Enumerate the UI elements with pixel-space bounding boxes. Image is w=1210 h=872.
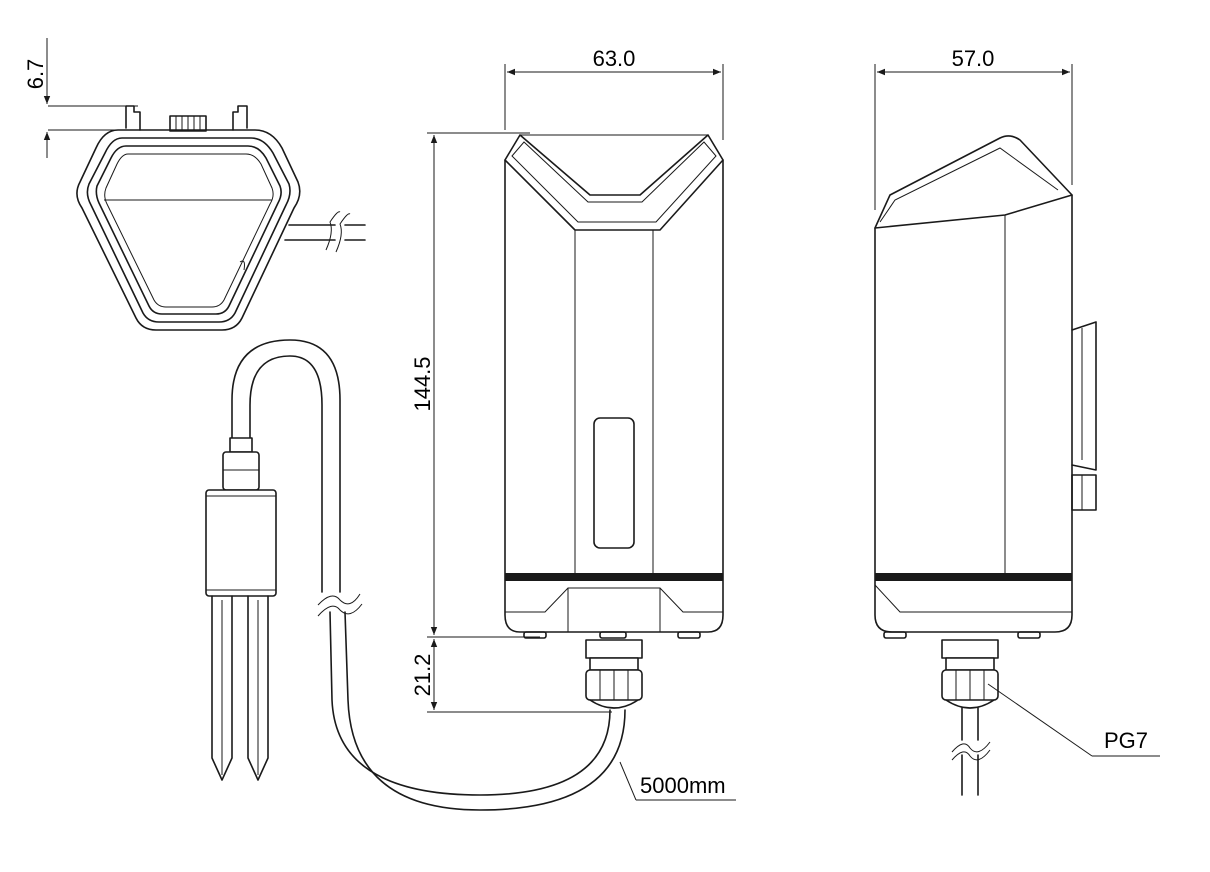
soil-probe (205, 339, 626, 811)
cable-length-callout: 5000mm (619, 761, 736, 801)
top-view: 6.7 (23, 38, 366, 331)
pg7-label: PG7 (1104, 728, 1148, 753)
side-cable-gland (941, 639, 999, 659)
dim-57-label: 57.0 (952, 46, 995, 71)
dim-21-2-label: 21.2 (410, 654, 435, 697)
cable-length-label: 5000mm (640, 773, 726, 798)
front-view: 63.0 144.5 21.2 (410, 46, 724, 713)
side-band (875, 573, 1072, 581)
cable-gland (585, 639, 643, 659)
front-band (505, 573, 723, 581)
dim-63-label: 63.0 (593, 46, 636, 71)
dim-144-5-label: 144.5 (410, 356, 435, 411)
dim-top-view-height: 6.7 (23, 38, 138, 158)
dim-6-7-label: 6.7 (23, 59, 48, 90)
side-view: 57.0 PG7 (874, 46, 1160, 796)
